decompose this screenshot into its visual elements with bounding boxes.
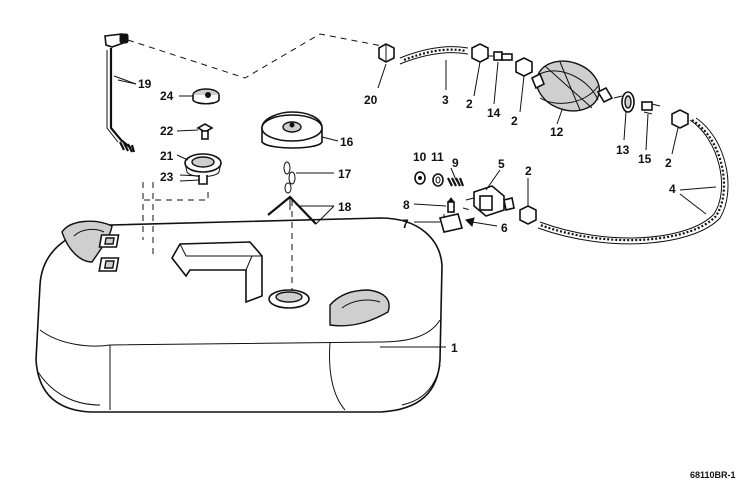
callout-2-d: 2 (525, 164, 532, 178)
washer-10 (414, 171, 426, 185)
clamp-2d (519, 205, 537, 225)
callout-14: 14 (487, 106, 501, 120)
callout-6: 6 (501, 221, 508, 235)
leader-lines (113, 60, 717, 348)
fuel-tank (35, 217, 443, 413)
fitting-20 (378, 43, 395, 63)
primer-bulb-12 (530, 60, 614, 112)
valve-body-5 (465, 185, 515, 217)
callout-7: 7 (402, 217, 409, 231)
spring-9 (447, 177, 465, 187)
callout-15: 15 (638, 152, 652, 166)
plate-7 (438, 213, 464, 233)
vent-tube-assembly (104, 33, 136, 153)
callout-21: 21 (160, 149, 174, 163)
callout-16: 16 (340, 135, 354, 149)
callout-24: 24 (160, 89, 174, 103)
hose-4 (537, 117, 729, 245)
callout-4: 4 (669, 182, 676, 196)
assembly-dashed-lines (127, 33, 471, 290)
callout-labels: 1 2 2 2 2 3 4 5 6 7 8 9 10 11 12 13 14 1… (138, 77, 676, 355)
clamp-2c (671, 109, 689, 129)
clamp-2a (471, 43, 489, 63)
hose-3 (399, 46, 469, 65)
callout-3: 3 (442, 93, 449, 107)
callout-20: 20 (364, 93, 378, 107)
gauge-ring-21 (184, 153, 222, 185)
valve-13 (613, 91, 635, 113)
connector-15 (641, 101, 661, 115)
callout-2-c: 2 (665, 156, 672, 170)
chain-17 (283, 161, 296, 194)
clamp-2b (515, 57, 533, 77)
callout-5: 5 (498, 157, 505, 171)
pin-8 (447, 197, 455, 213)
callout-2-b: 2 (511, 114, 518, 128)
callout-13: 13 (616, 143, 630, 157)
callout-8: 8 (403, 198, 410, 212)
gauge-cap-24 (192, 88, 220, 105)
filler-cap-16 (261, 111, 323, 149)
callout-17: 17 (338, 167, 352, 181)
washer-11 (432, 173, 444, 187)
callout-12: 12 (550, 125, 564, 139)
callout-22: 22 (160, 124, 174, 138)
callout-2-a: 2 (466, 97, 473, 111)
retainer-18 (267, 195, 317, 225)
callout-23: 23 (160, 170, 174, 184)
callout-18: 18 (338, 200, 352, 214)
callout-1: 1 (451, 341, 458, 355)
screw-22 (196, 123, 214, 140)
figure-id: 68110BR-1 (690, 470, 736, 480)
callout-9: 9 (452, 156, 459, 170)
callout-19: 19 (138, 77, 152, 91)
callout-11: 11 (431, 150, 444, 164)
connector-14 (488, 51, 513, 61)
callout-10: 10 (413, 150, 427, 164)
